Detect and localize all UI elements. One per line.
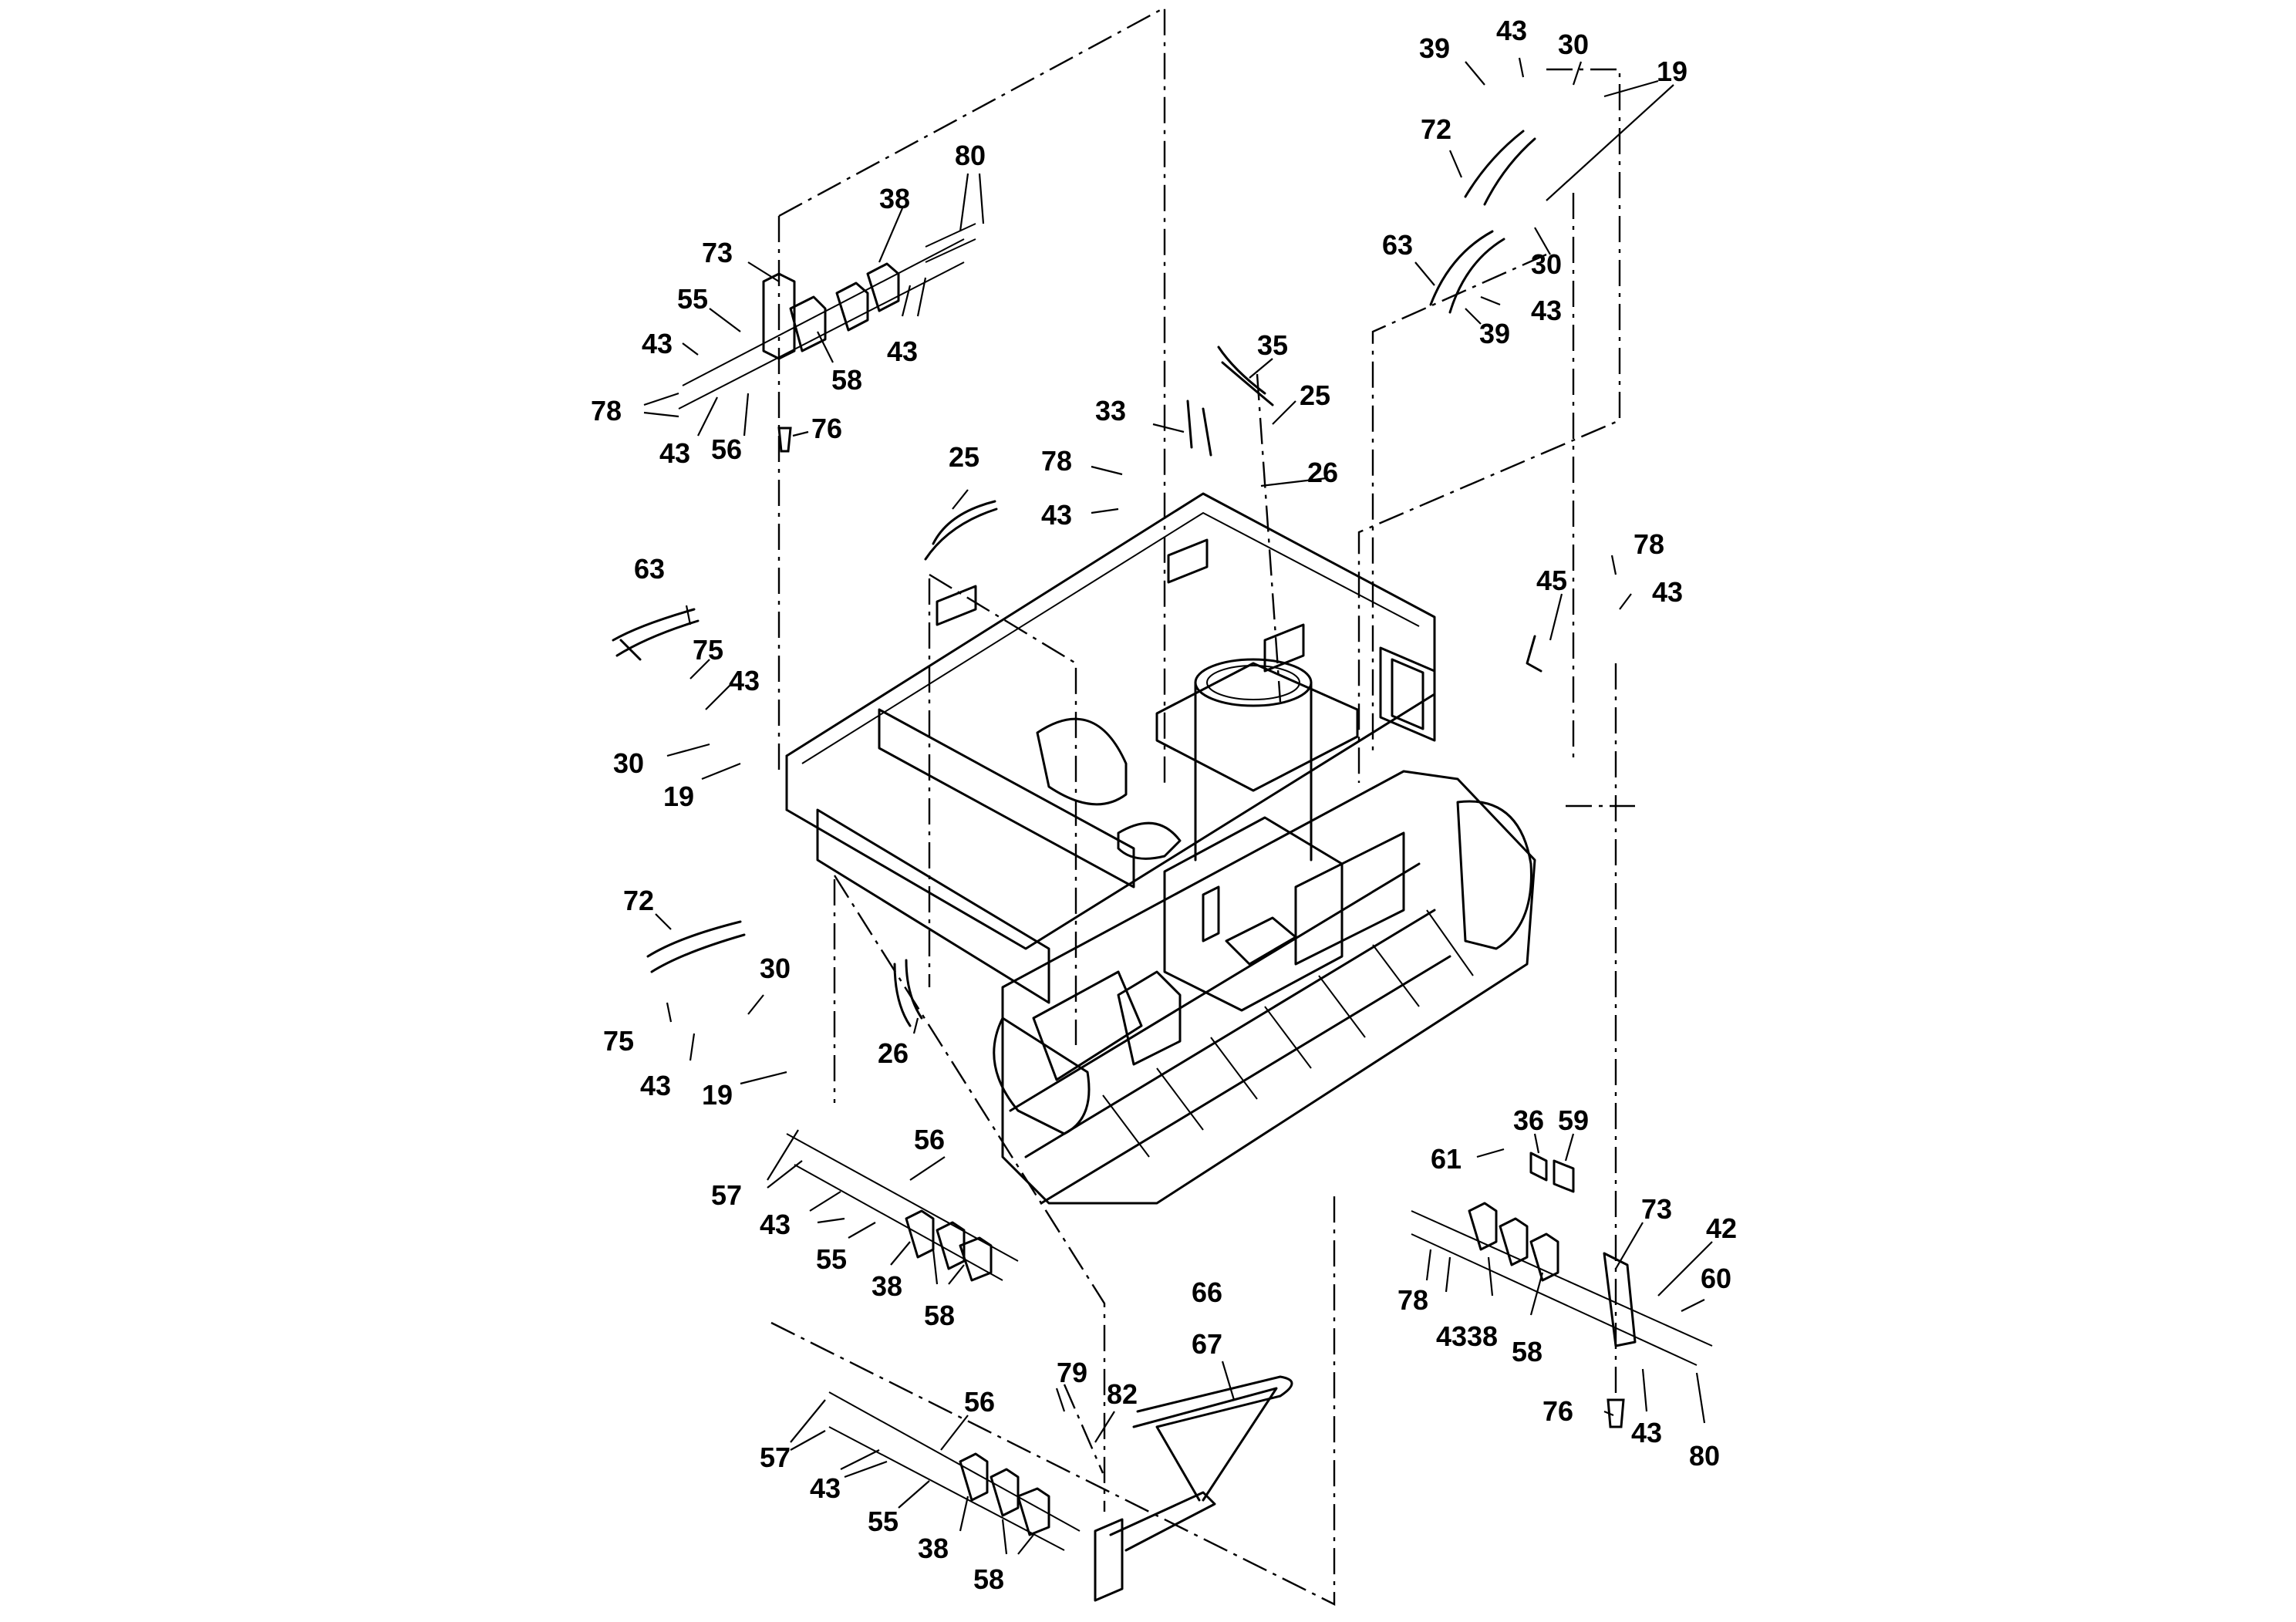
callout-43-tr1: 43: [1496, 15, 1527, 46]
callout-55-mid: 55: [816, 1243, 847, 1275]
callout-19-l2: 19: [702, 1079, 733, 1111]
callout-58-top: 58: [831, 364, 862, 396]
callout-43-l1: 43: [729, 665, 760, 696]
callout-78-right: 78: [1633, 528, 1664, 560]
callout-66: 66: [1192, 1276, 1222, 1308]
callout-79: 79: [1057, 1357, 1087, 1388]
callout-78-bottom-right: 78: [1397, 1284, 1428, 1316]
callout-76-bottom-right: 76: [1542, 1395, 1573, 1427]
callout-43-tl1: 43: [642, 328, 673, 359]
callout-36: 36: [1513, 1104, 1544, 1136]
callout-59: 59: [1558, 1104, 1589, 1136]
callout-19-l1: 19: [663, 781, 694, 812]
callout-26-low: 26: [878, 1037, 909, 1069]
leader-lines: [643, 57, 1713, 1555]
callout-42: 42: [1706, 1212, 1737, 1244]
callout-30-tr2: 30: [1531, 248, 1562, 280]
callout-56-bottom: 56: [964, 1386, 995, 1418]
clamp-assembly-bottom: [828, 1391, 1081, 1551]
callout-58-mid: 58: [924, 1300, 955, 1331]
cab-floor-frame: [785, 492, 1436, 1004]
callout-78-mid: 78: [1041, 445, 1072, 477]
clamp-assembly-top-left: [678, 223, 976, 453]
undercarriage-track: [993, 770, 1536, 1205]
callout-43-mid-low: 43: [760, 1209, 791, 1240]
step-bracket: [1094, 1375, 1293, 1602]
callout-19-tr: 19: [1657, 56, 1687, 87]
callout-38-top: 38: [879, 183, 910, 214]
callout-25-left: 25: [949, 441, 979, 473]
callout-63-tr: 63: [1382, 229, 1413, 261]
callout-58-bottom-right: 58: [1512, 1336, 1542, 1367]
callout-33: 33: [1095, 395, 1126, 427]
callout-57-bottom: 57: [760, 1442, 791, 1473]
callout-75-l2: 75: [603, 1025, 634, 1057]
hoses: [612, 130, 1542, 1027]
callout-57-mid: 57: [711, 1179, 742, 1211]
callout-30-l1: 30: [613, 747, 644, 779]
callout-60: 60: [1701, 1263, 1731, 1294]
callout-30-l2: 30: [760, 953, 791, 984]
callout-labels: 80 38 73 55 43 58 43 78 76 43 56 39 43 3…: [591, 15, 1737, 1595]
callout-72-left: 72: [623, 885, 654, 916]
clamp-assembly-mid-left: [786, 1133, 1019, 1282]
callout-80-top: 80: [955, 140, 986, 171]
callout-73-top: 73: [702, 237, 733, 268]
callout-38-mid: 38: [872, 1270, 902, 1302]
callout-63-left: 63: [634, 553, 665, 585]
callout-43-bottom: 43: [810, 1472, 841, 1504]
callout-80-bottom-right: 80: [1689, 1440, 1720, 1472]
callout-26-top: 26: [1307, 457, 1338, 488]
callout-61: 61: [1431, 1143, 1462, 1175]
assembly-center-lines: [770, 5, 1635, 1606]
callout-25-right: 25: [1300, 379, 1330, 411]
callout-55-bottom: 55: [868, 1506, 899, 1537]
callout-38-bottom: 38: [918, 1533, 949, 1564]
callout-43-br1: 43: [1436, 1320, 1467, 1352]
callout-67: 67: [1192, 1328, 1222, 1360]
callout-43-tl2: 43: [887, 336, 918, 367]
callout-43-br2: 43: [1631, 1417, 1662, 1448]
callout-43-tl3: 43: [659, 437, 690, 469]
callout-58-bottom: 58: [973, 1563, 1004, 1595]
callout-75-l1: 75: [693, 634, 723, 666]
callout-43-l2: 43: [640, 1070, 671, 1101]
callout-43-tr2: 43: [1531, 295, 1562, 326]
callout-55-top: 55: [677, 283, 708, 315]
callout-73-right: 73: [1641, 1193, 1672, 1225]
callout-43-mid: 43: [1041, 499, 1072, 531]
callout-56-mid: 56: [914, 1124, 945, 1155]
callout-35: 35: [1257, 329, 1288, 361]
callout-78-tl: 78: [591, 395, 622, 427]
callout-30-tr1: 30: [1558, 29, 1589, 60]
callout-72-tr: 72: [1421, 113, 1451, 145]
callout-38-bottom-right: 38: [1467, 1320, 1498, 1352]
callout-43-right: 43: [1652, 576, 1683, 608]
callout-56-tl: 56: [711, 433, 742, 465]
callout-76-tl: 76: [811, 413, 842, 444]
callout-45: 45: [1536, 565, 1567, 596]
callout-82: 82: [1107, 1378, 1138, 1410]
callout-39-tr2: 39: [1479, 318, 1510, 349]
swing-column: [1155, 658, 1359, 862]
clamp-assembly-right: [1411, 1152, 1713, 1428]
callout-39-tr1: 39: [1419, 32, 1450, 64]
